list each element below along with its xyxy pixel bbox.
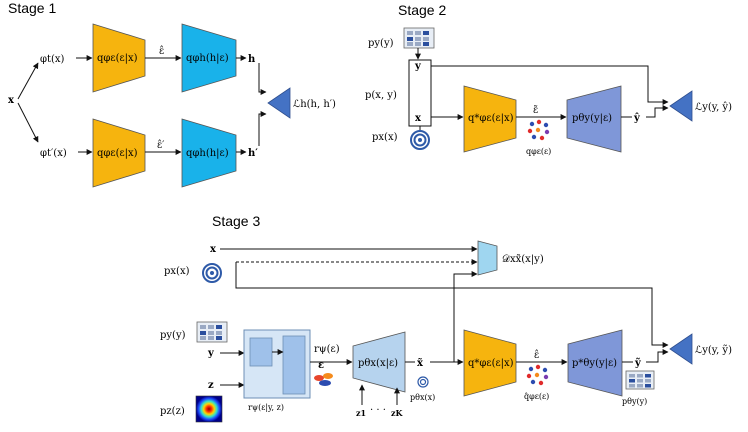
stage2-title: Stage 2 (398, 2, 446, 18)
stage1-head-top-label: qφh(h|ε) (186, 53, 229, 64)
stage3-generator (352, 331, 406, 393)
stage3-generator-label: pθx(x|ε) (358, 358, 398, 369)
stage3-z1: z1 (356, 408, 366, 418)
stage3-zK: zK (391, 408, 404, 418)
stage1-arrow-hp-to-loss (258, 111, 267, 146)
stage2-eps-tilde: ε̃ (533, 105, 538, 116)
stage2-py: py(y) (368, 38, 394, 49)
stage3-r-psi-inner-left (249, 337, 273, 367)
stage3-encoder-label: q*φε(ε|x) (468, 358, 514, 369)
stage3-x-tilde: x̃ (417, 358, 424, 369)
stage3-arrow-ytilde-to-loss (646, 349, 669, 363)
stage2-colored-dots-icon (527, 119, 550, 141)
stage1-input-x: x (8, 95, 15, 106)
stage3-generated-spiral-icon (417, 376, 429, 388)
stage1-encoder-top-label: qφε(ε|x) (97, 53, 138, 64)
stage2-encoder (463, 85, 517, 153)
stage3-pz: pz(z) (160, 406, 185, 417)
stage3-r-eps-blobs-icon (314, 373, 333, 386)
stage1-head-bottom (181, 118, 237, 188)
stage2-encoder-label: q*φε(ε|x) (468, 113, 514, 124)
stage3-z: z (208, 380, 214, 391)
stage1-head-top (181, 23, 237, 93)
stage3-arrow-y-to-loss (235, 262, 669, 348)
stage1-h-prime: h′ (248, 148, 258, 159)
stage2-y-hat: ŷ (633, 113, 641, 124)
stage3-spiral-distribution-icon (202, 263, 222, 283)
stage1-encoder-top (92, 23, 146, 93)
stage3-encoder (463, 329, 517, 397)
stage2-x: x (415, 113, 422, 124)
stage1-eps-hat-prime: ε̂′ (157, 140, 165, 151)
stage2-spiral-distribution-icon (410, 130, 430, 150)
stage3-arrow-xtilde-to-disc (453, 271, 478, 362)
stage1-head-bottom-label: qφh(h|ε) (186, 148, 229, 159)
stage3-disc-label: 𝒟xx̃(x|y) (502, 254, 544, 265)
stage3-r-eps: rψ(ε) (314, 344, 340, 355)
stage3-title: Stage 3 (212, 213, 260, 229)
stage3-x: x (210, 244, 217, 255)
stage1-encoder-bottom-label: qφε(ε|x) (97, 148, 138, 159)
stage2-loss: ℒy(y, ŷ) (695, 102, 732, 113)
stage2-arrow-yhat-to-loss (646, 105, 669, 118)
stage3-p-theta-x: pθx(x) (410, 393, 435, 402)
stage2-arrow-y-to-loss (431, 65, 669, 105)
stage2-loss-triangle-icon (669, 90, 693, 122)
stage1-phi-t: φt(x) (40, 54, 65, 65)
stage3-py: py(y) (160, 330, 186, 341)
stage3-r-box-label: rψ(ε|y, z) (248, 403, 284, 412)
stage2-pxy: p(x, y) (365, 90, 397, 101)
stage3-matrix-thumbnail-icon (196, 321, 228, 343)
stage1-eps-hat: ε̂ (159, 46, 164, 57)
stage3-gaussian-heatmap-icon (195, 395, 223, 423)
stage3-r-psi-inner-right (282, 335, 306, 395)
stage2-decoder-label: pθy(y|ε) (572, 113, 612, 124)
stage3-decoder (567, 329, 623, 397)
stage1-h: h (248, 54, 256, 65)
stage3-eps-hat: ε̂ (534, 350, 539, 361)
stage2-decoder (566, 85, 622, 153)
stage1-arrow-h-to-loss (258, 63, 267, 95)
stage1-loss-triangle-icon (267, 87, 291, 119)
stage1-phi-tp: φt′(x) (40, 148, 67, 159)
stage3-loss-triangle-icon (669, 333, 693, 365)
stage3-discriminator (477, 240, 498, 276)
stage3-decoder-label: p*θy(y|ε) (572, 358, 617, 369)
stage1-loss: ℒh(h, h′) (293, 99, 336, 110)
stage3-eps-symbol: ε (318, 360, 324, 371)
stage3-colored-dots-icon (526, 364, 549, 386)
stage3-p-theta-y: pθy(y) (622, 397, 647, 406)
stage2-px: px(x) (372, 132, 398, 143)
stage2-y: y (414, 61, 422, 72)
stage2-q-eps: qφε(ε) (526, 147, 551, 156)
stage3-y-tilde: ỹ (634, 358, 642, 369)
stage3-px: px(x) (164, 266, 190, 277)
stage1-encoder-bottom (92, 118, 146, 188)
stage3-dots: . . . (370, 402, 386, 413)
stage3-output-matrix-thumbnail-icon (625, 370, 655, 390)
stage3-q-hat: q̂φε(ε) (524, 392, 549, 401)
stage3-y: y (207, 348, 215, 359)
stage1-title: Stage 1 (8, 0, 56, 16)
stage3-loss: ℒy(y, ỹ) (695, 345, 732, 356)
stage1-arrow-x-top (17, 62, 39, 100)
stage2-matrix-thumbnail-icon (403, 27, 435, 49)
stage1-arrow-x-bottom (17, 102, 39, 143)
